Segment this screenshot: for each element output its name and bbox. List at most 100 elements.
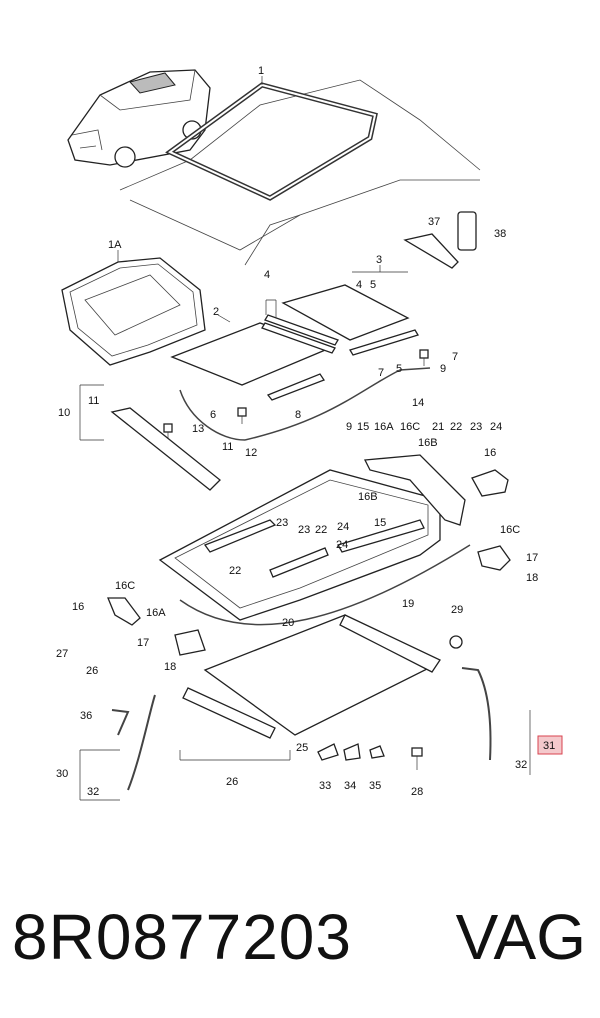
label-37: 37: [428, 216, 440, 228]
label-24b: 24: [337, 521, 349, 533]
label-15b: 15: [374, 517, 386, 529]
part-29: [449, 635, 463, 649]
footer: 8R0877203 VAG: [0, 880, 600, 990]
part-4-strips: [261, 299, 339, 354]
label-38: 38: [494, 228, 506, 240]
label-32b: 32: [515, 759, 527, 771]
label-9: 9: [440, 363, 446, 375]
roof-outline: [119, 79, 481, 266]
label-19: 19: [402, 598, 414, 610]
label-26b: 26: [226, 776, 238, 788]
part-8: [266, 373, 325, 401]
label-18b: 18: [164, 661, 176, 673]
label-11: 11: [88, 395, 99, 407]
label-22: 22: [450, 421, 462, 433]
label-30: 30: [56, 768, 68, 780]
bolt-6: [237, 407, 247, 424]
part-36: [111, 709, 130, 736]
label-1a: 1A: [108, 239, 122, 251]
label-12: 12: [245, 447, 257, 459]
bolt-28: [411, 747, 423, 770]
part-33: [317, 743, 339, 761]
label-4b: 4: [356, 279, 362, 291]
part-1a-frame: [61, 250, 206, 366]
label-24c: 24: [336, 539, 348, 551]
label-16c3: 16C: [115, 580, 135, 592]
part-16b-bracket: [363, 454, 466, 526]
label-16x: 16: [72, 601, 84, 613]
part-19-cable: [179, 544, 471, 626]
part-37-tube: [403, 233, 459, 269]
label-11b: 11: [222, 441, 233, 453]
part-34: [343, 743, 361, 761]
label-16c: 16C: [400, 421, 420, 433]
label-16c2: 16C: [500, 524, 520, 536]
label-26: 26: [86, 665, 98, 677]
sunroof-exploded-diagram: 1 1A 2 3 4 4 5 5 6 7 7 8 9 9 10 11 11 12…: [56, 65, 563, 801]
label-16: 16: [484, 447, 496, 459]
label-28: 28: [411, 786, 423, 798]
part-17-motor: [477, 545, 511, 571]
part-number: 8R0877203: [12, 901, 352, 973]
part-9-cable-b: [179, 389, 246, 441]
car-thumbnail: [67, 69, 211, 168]
label-23c: 23: [298, 524, 310, 536]
part-30-drain: [127, 694, 156, 791]
label-9b: 9: [346, 421, 352, 433]
label-24: 24: [490, 421, 502, 433]
label-4: 4: [264, 269, 270, 281]
label-8: 8: [295, 409, 301, 421]
label-36: 36: [80, 710, 92, 722]
label-16a2: 16A: [146, 607, 166, 619]
label-1: 1: [258, 65, 264, 77]
label-31: 31: [543, 740, 555, 752]
label-22b: 22: [315, 524, 327, 536]
part-31-drain: [461, 667, 492, 761]
label-7: 7: [452, 351, 458, 363]
label-29: 29: [451, 604, 463, 616]
label-16a: 16A: [374, 421, 394, 433]
label-35: 35: [369, 780, 381, 792]
part-16-left-bracket: [107, 597, 141, 626]
label-16b2: 16B: [358, 491, 378, 503]
part-30-bracket: [79, 749, 120, 801]
label-17: 17: [526, 552, 538, 564]
label-2: 2: [213, 306, 219, 318]
label-13: 13: [192, 423, 204, 435]
part-1-seal: [165, 76, 378, 201]
label-22c: 22: [229, 565, 241, 577]
label-5b: 5: [396, 363, 402, 375]
part-38-bottle: [457, 211, 477, 251]
label-18: 18: [526, 572, 538, 584]
label-21: 21: [432, 421, 444, 433]
label-27: 27: [56, 648, 68, 660]
label-3: 3: [376, 254, 382, 266]
label-7b: 7: [378, 367, 384, 379]
label-10: 10: [58, 407, 70, 419]
part-26-rail: [182, 687, 276, 739]
label-6: 6: [210, 409, 216, 421]
bolt-7: [419, 349, 429, 366]
part-16-motor: [471, 469, 509, 497]
callout-labels: 1 1A 2 3 4 4 5 5 6 7 7 8 9 9 10 11 11 12…: [56, 65, 563, 798]
label-32: 32: [87, 786, 99, 798]
label-15: 15: [357, 421, 369, 433]
part-35: [369, 745, 385, 759]
label-16b: 16B: [418, 437, 438, 449]
part-3-glass: [281, 265, 410, 341]
part-9-cable: [244, 367, 431, 441]
part-5-strip: [349, 329, 419, 356]
label-23: 23: [470, 421, 482, 433]
sunshade-roller: [203, 614, 441, 736]
brand: VAG: [455, 901, 586, 973]
part-26-bracket: [179, 750, 291, 761]
label-34: 34: [344, 780, 356, 792]
label-14: 14: [412, 397, 424, 409]
main-frame: [158, 469, 441, 621]
label-31-highlight: [537, 735, 563, 755]
label-33: 33: [319, 780, 331, 792]
part-10-deflector: [79, 384, 221, 491]
part-17-left-motor: [174, 629, 206, 656]
label-5: 5: [370, 279, 376, 291]
label-17b: 17: [137, 637, 149, 649]
